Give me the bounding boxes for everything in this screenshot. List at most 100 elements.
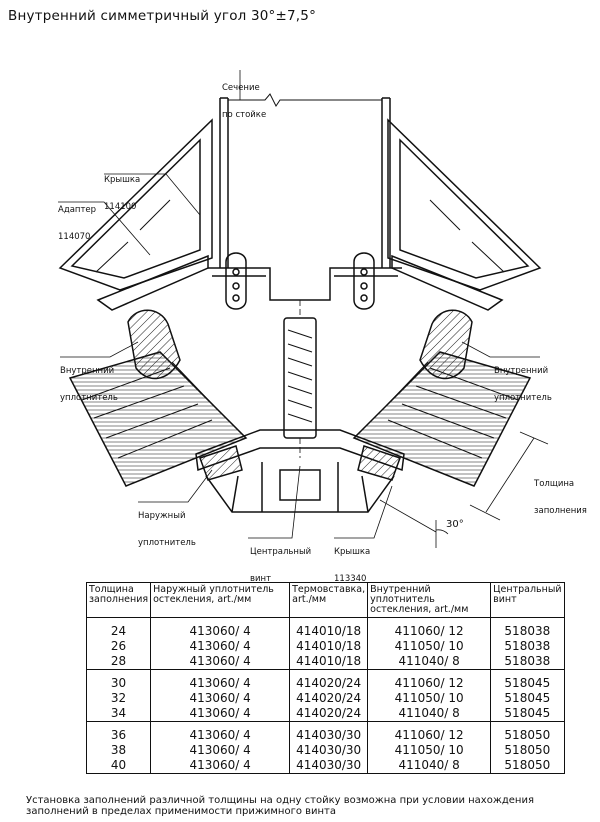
header-inner-seal-l1: Внутренний уплотнитель: [370, 584, 435, 605]
section-label: Сечение по стойке: [222, 66, 266, 129]
outer-seal-line1: Наружный: [138, 511, 186, 521]
outer-seal-line2: уплотнитель: [138, 538, 196, 548]
cell: 518045: [490, 706, 565, 722]
table-row: 32 413060/ 4 414020/24 411050/ 10 518045: [85, 691, 565, 706]
adapter-label: Адаптер 114070: [58, 188, 96, 251]
adapter-right: [391, 254, 504, 311]
cover-label-line1: Крышка: [104, 175, 141, 185]
cell: 413060/ 4: [150, 654, 291, 670]
cell: 411060/ 12: [367, 721, 492, 743]
header-inner-seal-l2: остекления, art./мм: [370, 604, 469, 615]
cap-label: Крышка 113340: [334, 530, 370, 593]
fill-thickness-label: Толщина заполнения: [534, 462, 587, 525]
cell: 36: [85, 721, 152, 743]
mullion-profile: [219, 98, 391, 268]
central-screw: [283, 317, 317, 439]
inner-seal-left-line2: уплотнитель: [60, 393, 118, 403]
table-row: 24 413060/ 4 414010/18 411060/ 12 518038: [85, 617, 565, 639]
header-thermal-insert-l1: Термовставка,: [292, 584, 366, 595]
cell: 411050/ 10: [367, 639, 492, 654]
cell: 411060/ 12: [367, 617, 492, 639]
cell: 414020/24: [289, 669, 369, 691]
table-row: 26 413060/ 4 414010/18 411050/ 10 518038: [85, 639, 565, 654]
header-thickness: Толщина заполнения: [85, 582, 152, 618]
cell: 411040/ 8: [367, 758, 492, 774]
cell: 26: [85, 639, 152, 654]
footnote: Установка заполнений различной толщины н…: [26, 795, 534, 817]
cell: 414030/30: [289, 758, 369, 774]
cell: 518050: [490, 743, 565, 758]
inner-seal-left-label: Внутренний уплотнитель: [60, 349, 118, 412]
header-thickness-l2: заполнения: [89, 594, 149, 605]
inner-seal-left: [127, 309, 181, 380]
table-row: 40 413060/ 4 414030/30 411040/ 8 518050: [85, 758, 565, 774]
cell: 518050: [490, 721, 565, 743]
cell: 414020/24: [289, 691, 369, 706]
adapter-left: [96, 254, 209, 311]
cell: 411040/ 8: [367, 654, 492, 670]
cell: 411040/ 8: [367, 706, 492, 722]
header-outer-seal: Наружный уплотнитель остекления, art./мм: [150, 582, 291, 618]
adapter-label-line1: Адаптер: [58, 205, 97, 215]
header-central-screw: Центральный винт: [490, 582, 565, 618]
table-row: 34 413060/ 4 414020/24 411040/ 8 518045: [85, 706, 565, 722]
cell: 414030/30: [289, 743, 369, 758]
cell: 32: [85, 691, 152, 706]
cell: 413060/ 4: [150, 743, 291, 758]
cell: 411050/ 10: [367, 691, 492, 706]
section-label-line2: по стойке: [222, 110, 267, 120]
outer-seal-right: [357, 445, 401, 481]
cover-left: [58, 118, 213, 291]
cell: 518045: [490, 691, 565, 706]
header-inner-seal: Внутренний уплотнитель остекления, art./…: [367, 582, 492, 618]
cell: 518038: [490, 639, 565, 654]
inner-seal-right-line2: уплотнитель: [494, 393, 552, 403]
table-row: 30 413060/ 4 414020/24 411060/ 12 518045: [85, 669, 565, 691]
inner-seal-right-line1: Внутренний: [494, 366, 549, 376]
cell: 411050/ 10: [367, 743, 492, 758]
cell: 518038: [490, 654, 565, 670]
profile-section-drawing: [58, 70, 549, 548]
cell: 518050: [490, 758, 565, 774]
cap-label-line1: Крышка: [334, 547, 371, 557]
cell: 518038: [490, 617, 565, 639]
cell: 24: [85, 617, 152, 639]
cell: 30: [85, 669, 152, 691]
table-header-row: Толщина заполнения Наружный уплотнитель …: [85, 582, 565, 618]
inner-seal-left-line1: Внутренний: [60, 366, 115, 376]
cell: 413060/ 4: [150, 691, 291, 706]
cell: 413060/ 4: [150, 706, 291, 722]
cell: 34: [85, 706, 152, 722]
cell: 414010/18: [289, 617, 369, 639]
fill-thickness-line1: Толщина: [534, 479, 575, 489]
cell: 413060/ 4: [150, 639, 291, 654]
cell: 414010/18: [289, 654, 369, 670]
header-thermal-insert-l2: art./мм: [292, 594, 327, 605]
cell: 413060/ 4: [150, 669, 291, 691]
central-screw-line2: винт: [250, 574, 272, 584]
angle-label: 30°: [446, 519, 464, 530]
outer-seal-label: Наружный уплотнитель: [138, 494, 196, 557]
inner-seal-right: [419, 309, 473, 380]
cell: 40: [85, 758, 152, 774]
section-label-line1: Сечение: [222, 83, 260, 93]
cell: 414020/24: [289, 706, 369, 722]
fill-thickness-line2: заполнения: [534, 506, 587, 516]
header-central-screw-l1: Центральный: [493, 584, 562, 595]
header-outer-seal-l2: остекления, art./мм: [153, 594, 252, 605]
cap-label-line2: 113340: [334, 574, 367, 584]
table-row: 36 413060/ 4 414030/30 411060/ 12 518050: [85, 721, 565, 743]
cover-right: [387, 118, 542, 291]
table-row: 38 413060/ 4 414030/30 411050/ 10 518050: [85, 743, 565, 758]
header-thickness-l1: Толщина: [89, 584, 134, 595]
header-thermal-insert: Термовставка, art./мм: [289, 582, 369, 618]
adapter-label-line2: 114070: [58, 232, 91, 242]
central-screw-line1: Центральный: [250, 547, 312, 557]
cell: 414030/30: [289, 721, 369, 743]
cell: 414010/18: [289, 639, 369, 654]
spec-table: Толщина заполнения Наружный уплотнитель …: [85, 582, 565, 774]
cell: 518045: [490, 669, 565, 691]
header-outer-seal-l1: Наружный уплотнитель: [153, 584, 274, 595]
cover-label: Крышка 114100: [104, 158, 140, 221]
cap-profile: [205, 475, 395, 513]
